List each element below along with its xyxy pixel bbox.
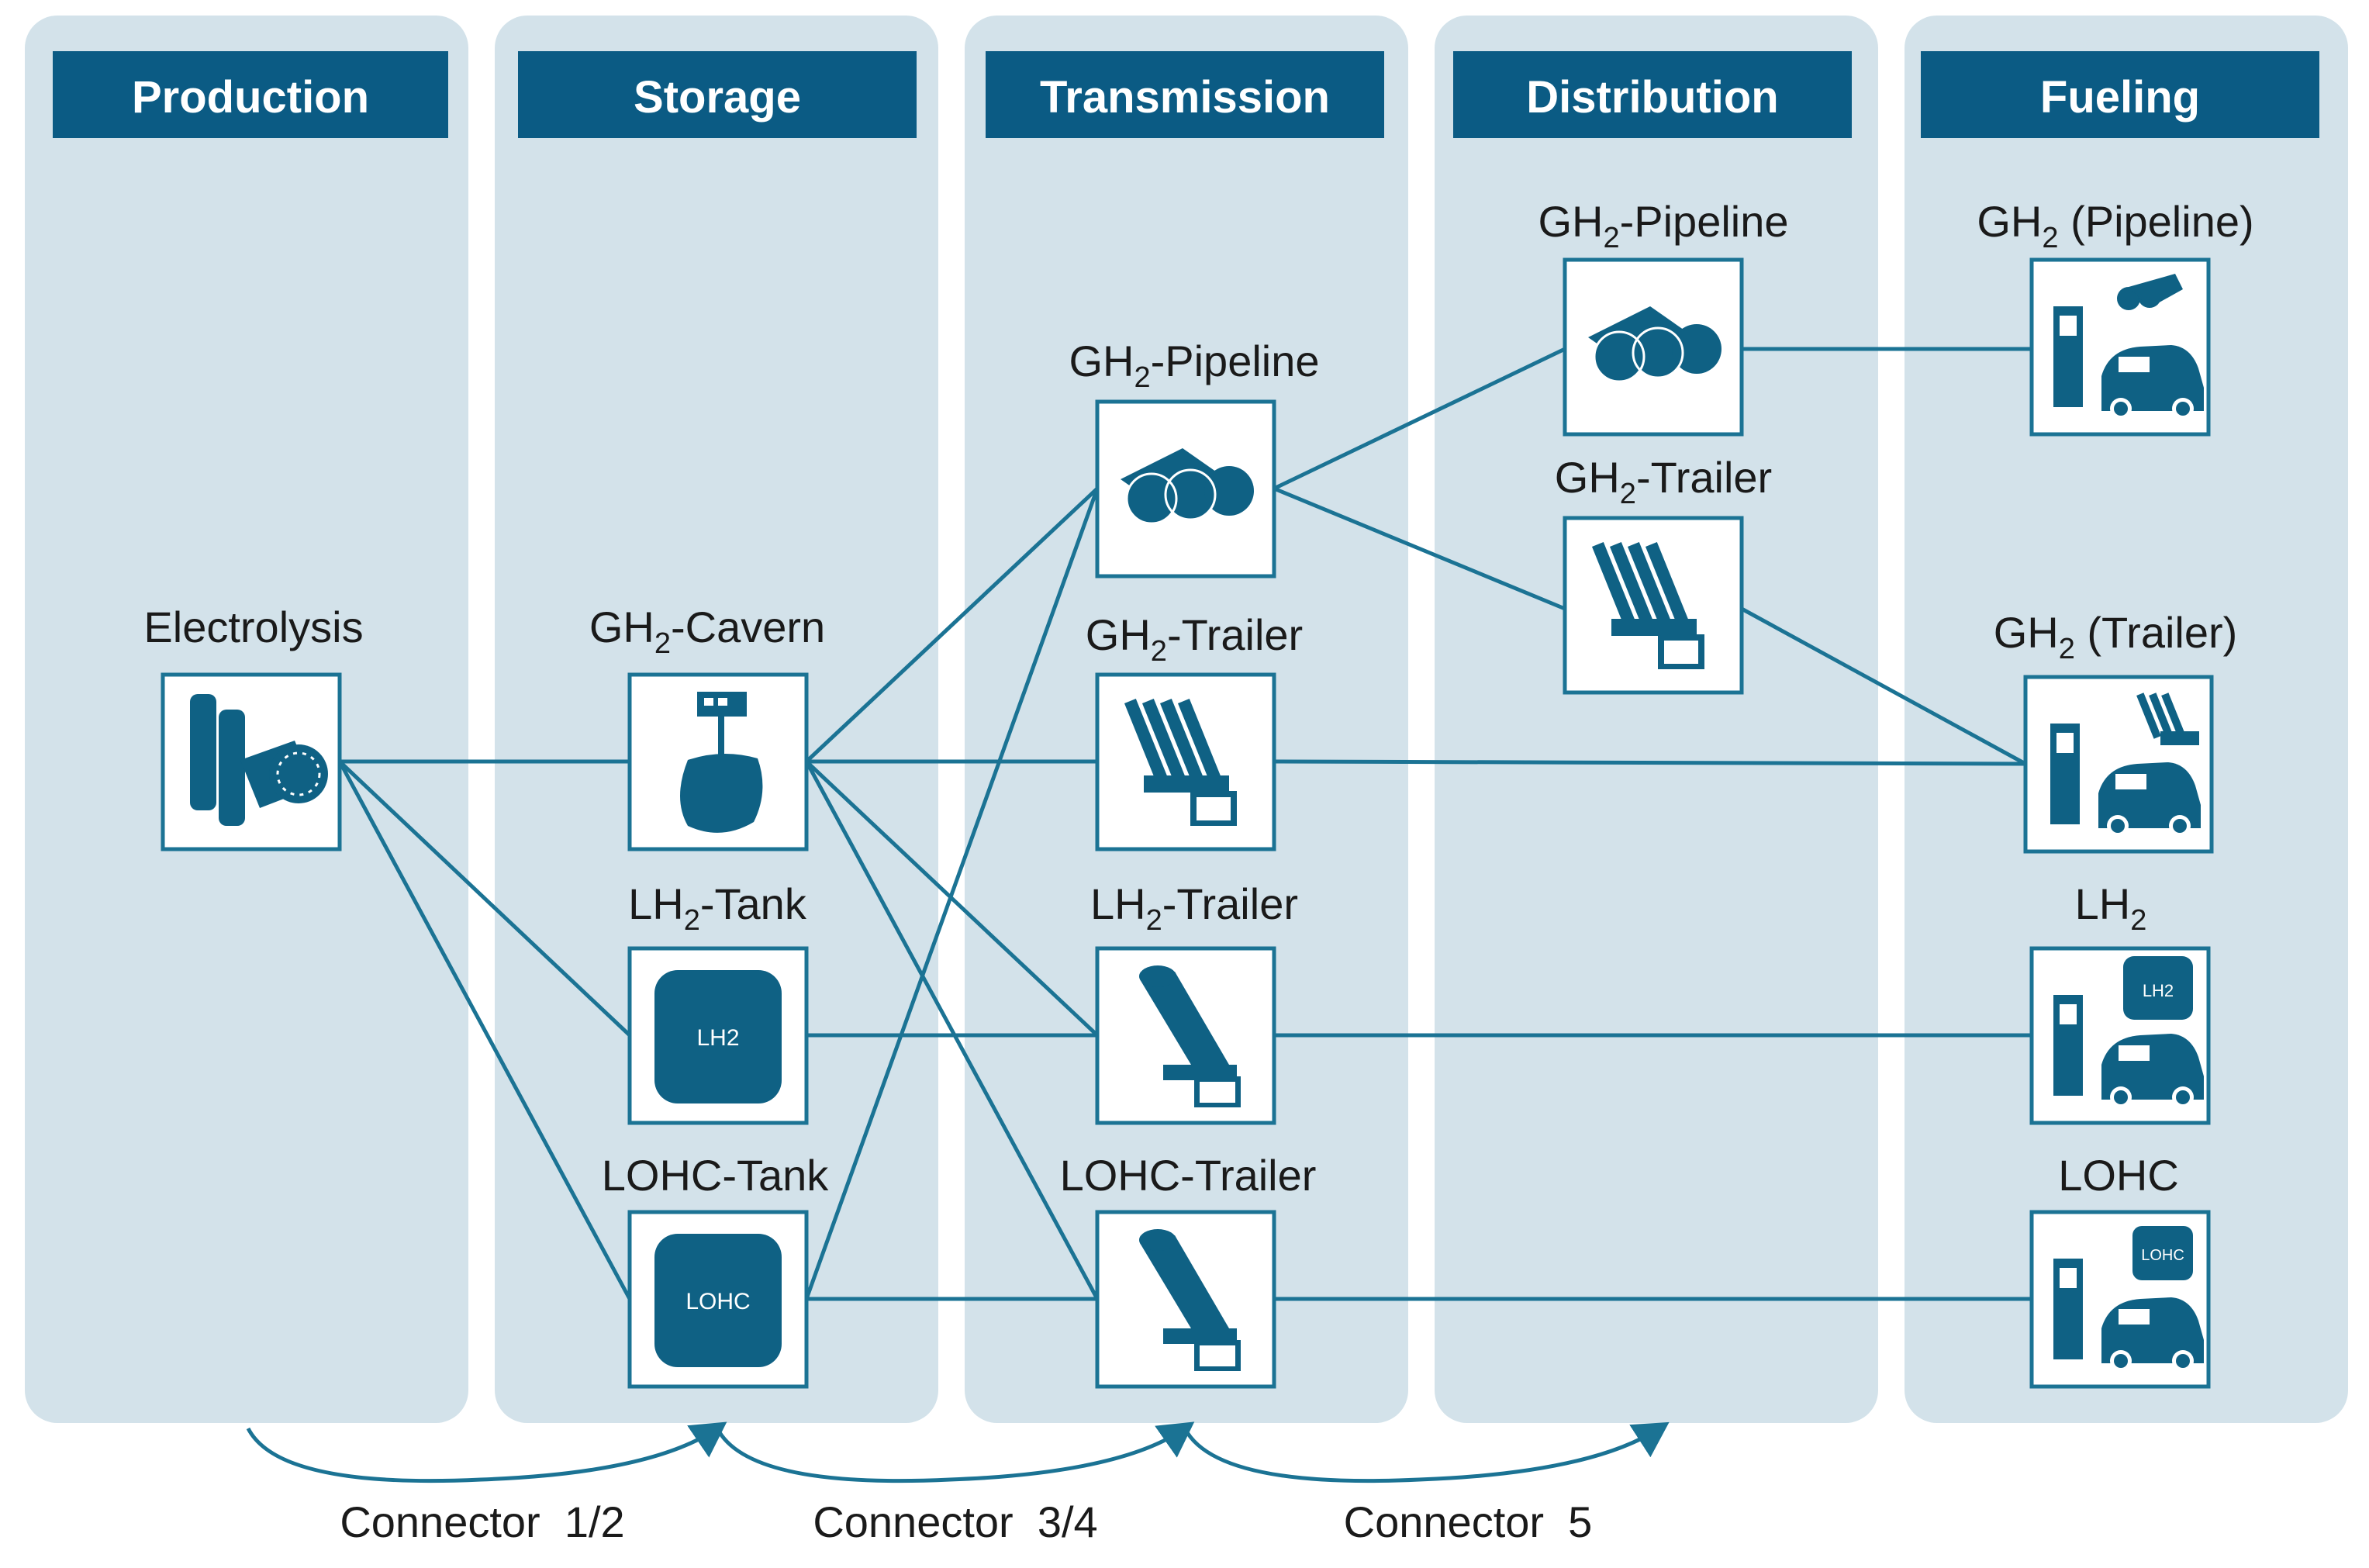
node-lohc-tank: LOHC xyxy=(627,1210,809,1389)
header-production: Production xyxy=(132,72,369,123)
connection-lines xyxy=(337,347,2032,1301)
header-distribution: Distribution xyxy=(1526,72,1778,123)
fuel-station-pipeline-icon xyxy=(2053,274,2204,420)
electrolyser-icon xyxy=(190,694,328,826)
connector-arrow-3-4 xyxy=(715,1421,1195,1483)
node-ds-gh2-trailer xyxy=(1563,516,1744,695)
header-distribution-bar xyxy=(1453,51,1852,138)
label-electrolysis: Electrolysis xyxy=(143,603,363,651)
label-gh2-cavern: GH2-Cavern xyxy=(589,603,825,660)
label-tm-gh2-trailer: GH2-Trailer xyxy=(1086,610,1303,668)
connector-label-1-2: Connector 1/2 xyxy=(340,1497,624,1546)
header-storage-bar xyxy=(518,51,917,138)
label-tm-gh2-pipeline: GH2-Pipeline xyxy=(1069,337,1319,394)
node-tm-lh2-trailer xyxy=(1095,946,1276,1125)
fuel-station-lh2-icon: LH2 xyxy=(2053,956,2204,1108)
column-distribution xyxy=(1435,16,1878,1423)
header-transmission-bar xyxy=(986,51,1384,138)
fuel-station-lh2-tank-label: LH2 xyxy=(2143,981,2174,1000)
node-fu-lh2: LH2 xyxy=(2029,946,2211,1125)
node-tm-gh2-trailer xyxy=(1095,672,1276,851)
link-cavern-lohctrailer xyxy=(804,760,1100,1300)
link-lohctank-pipeline xyxy=(804,488,1100,1300)
connector-arrow-1-2 xyxy=(246,1421,727,1483)
label-fu-lohc: LOHC xyxy=(2058,1151,2179,1200)
link-pipeline-dstrailer xyxy=(1273,486,1566,611)
label-lohc-tank: LOHC-Tank xyxy=(602,1151,830,1200)
link-dstrailer-futrailer xyxy=(1740,606,2027,766)
header-fueling: Fueling xyxy=(2040,72,2200,123)
label-lh2-tank: LH2-Tank xyxy=(628,879,807,937)
label-tm-lohc-trailer: LOHC-Trailer xyxy=(1060,1151,1317,1200)
connector-arrow-5 xyxy=(1183,1421,1670,1483)
link-pipeline-dspipeline xyxy=(1273,347,1566,491)
lohc-tank-icon: LOHC xyxy=(654,1234,782,1367)
cavern-icon xyxy=(680,692,763,833)
node-fu-gh2-pipeline xyxy=(2029,257,2211,437)
fuel-station-lohc-icon: LOHC xyxy=(2053,1226,2204,1372)
header-transmission: Transmission xyxy=(1040,72,1330,123)
label-fu-gh2-pipeline: GH2 (Pipeline) xyxy=(1977,197,2253,254)
node-lh2-tank: LH2 xyxy=(627,946,809,1125)
lh2-tank-icon-label: LH2 xyxy=(696,1025,739,1051)
label-fu-lh2: LH2 xyxy=(2075,879,2147,937)
link-electrolysis-lh2tank xyxy=(338,760,631,1037)
link-gh2trailer-futrailer xyxy=(1273,759,2026,766)
connector-label-5: Connector 5 xyxy=(1344,1497,1593,1546)
node-tm-gh2-pipeline xyxy=(1095,399,1276,579)
connector-label-3-4: Connector 3/4 xyxy=(813,1497,1097,1546)
lohc-tank-icon-label: LOHC xyxy=(685,1289,750,1314)
link-cavern-pipeline xyxy=(805,487,1099,763)
fuel-station-trailer-icon xyxy=(2050,692,2201,837)
fuel-station-lohc-tank-label: LOHC xyxy=(2141,1247,2184,1264)
node-ds-gh2-pipeline xyxy=(1563,257,1744,437)
label-ds-gh2-pipeline: GH2-Pipeline xyxy=(1538,197,1788,254)
node-tm-lohc-trailer xyxy=(1095,1210,1276,1389)
header-storage: Storage xyxy=(634,72,801,123)
label-ds-gh2-trailer: GH2-Trailer xyxy=(1555,453,1772,510)
label-tm-lh2-trailer: LH2-Trailer xyxy=(1090,879,1298,937)
link-electrolysis-lohctank xyxy=(337,760,632,1300)
node-gh2-cavern xyxy=(627,672,809,851)
lh2-tank-icon: LH2 xyxy=(654,970,782,1103)
node-fu-gh2-trailer xyxy=(2023,675,2214,854)
node-fu-lohc: LOHC xyxy=(2029,1210,2211,1389)
header-production-bar xyxy=(53,51,448,138)
label-fu-gh2-trailer: GH2 (Trailer) xyxy=(1994,608,2238,665)
header-fueling-bar xyxy=(1921,51,2319,138)
node-electrolysis xyxy=(161,672,342,851)
